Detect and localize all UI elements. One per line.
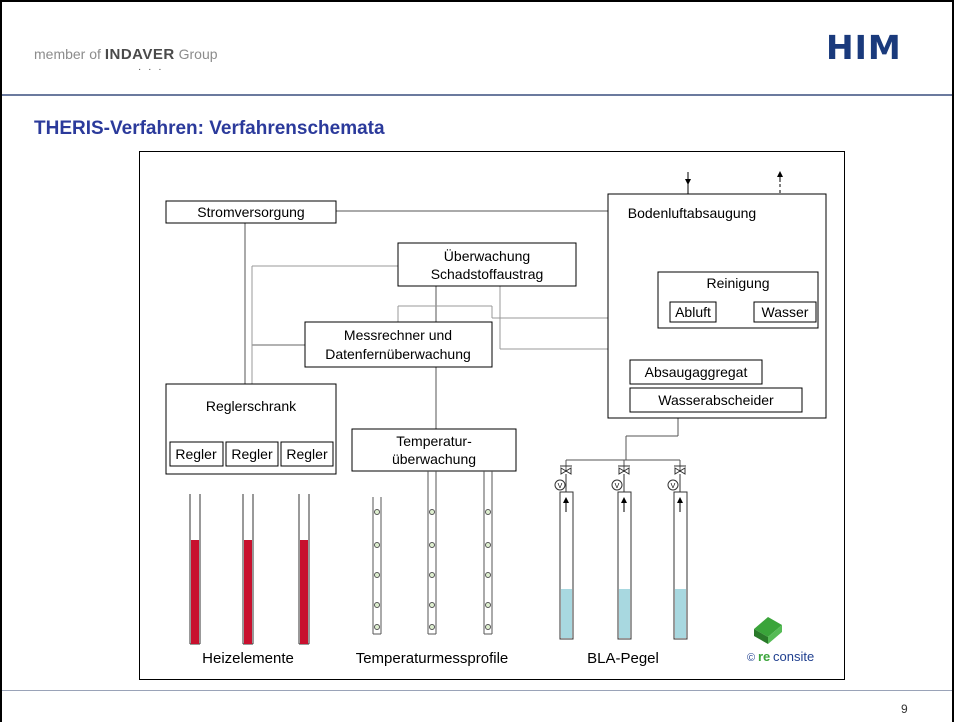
valve-icon	[611, 479, 623, 491]
heater-rod-1	[191, 540, 199, 644]
wasser-box	[753, 301, 817, 323]
messrechner-label-2: Datenfernüberwachung	[325, 346, 471, 362]
temperatur-label-1: Temperatur-	[396, 433, 472, 449]
regler-label-2: Regler	[231, 446, 273, 462]
bla-pegel-well-3: V	[667, 465, 688, 640]
slide-frame-top	[0, 0, 954, 2]
valve-icon	[554, 479, 566, 491]
regler-box-2	[225, 441, 279, 467]
header-divider	[2, 94, 952, 96]
reconsite-logo: © re consite	[747, 617, 814, 664]
process-diagram-svg: Stromversorgung Überwachung Schadstoffau…	[165, 171, 827, 667]
absaugaggregat-label: Absaugaggregat	[645, 364, 748, 380]
wasserabscheider-box	[629, 387, 803, 413]
bodenluftabsaugung-label: Bodenluftabsaugung	[628, 205, 756, 221]
ueberwachung-label-2: Schadstoffaustrag	[431, 266, 544, 282]
him-logo: HIM	[826, 28, 902, 67]
abluft-box	[669, 301, 717, 323]
slide-frame-right	[952, 0, 954, 722]
regler-label-1: Regler	[175, 446, 217, 462]
regler-box-3	[280, 441, 334, 467]
footer-divider	[2, 690, 952, 691]
group-label: Group	[178, 46, 218, 62]
valve-icon	[667, 479, 679, 491]
heizelemente-caption: Heizelemente	[202, 650, 294, 667]
water-level-3	[675, 589, 686, 638]
indaver-dots-decoration: · · ·	[138, 64, 164, 75]
member-of-indaver-logo: member of INDAVER Group	[34, 46, 218, 63]
messrechner-box	[304, 321, 493, 368]
valve-symbol: V	[558, 483, 563, 490]
water-level-2	[619, 589, 630, 638]
water-level-1	[561, 589, 572, 638]
copyright-symbol: ©	[747, 652, 755, 664]
reglerschrank-label: Reglerschrank	[206, 398, 297, 414]
temperaturmessprofile-group	[372, 471, 493, 635]
slide-title: THERIS-Verfahren: Verfahrenschemata	[34, 118, 385, 139]
bla-pegel-group: V V V	[554, 465, 688, 640]
temperature-probe-3	[483, 471, 493, 635]
page-number: 9	[901, 702, 908, 716]
regler-label-3: Regler	[286, 446, 328, 462]
ueberwachung-label-1: Überwachung	[444, 247, 530, 264]
indaver-brand: INDAVER	[104, 46, 175, 63]
temperature-probe-2	[427, 471, 437, 635]
heater-rod-2	[244, 540, 252, 644]
temperature-probe-1	[372, 497, 382, 635]
heizelemente-group	[189, 494, 310, 645]
temperatur-label-2: überwachung	[392, 451, 476, 467]
reconsite-cube-icon	[754, 617, 782, 637]
wasser-label: Wasser	[762, 304, 809, 320]
process-diagram: Stromversorgung Überwachung Schadstoffau…	[139, 151, 845, 680]
messrechner-label-1: Messrechner und	[344, 327, 452, 343]
heating-element-1	[189, 494, 201, 645]
regler-box-1	[169, 441, 224, 467]
valve-symbol: V	[615, 483, 620, 490]
temperaturueberwachung-box	[351, 428, 517, 472]
heating-element-2	[242, 494, 254, 645]
reconsite-consite: consite	[773, 649, 814, 664]
stromversorgung-label: Stromversorgung	[197, 204, 304, 220]
valve-symbol: V	[671, 483, 676, 490]
bla-pegel-caption: BLA-Pegel	[587, 650, 659, 667]
stromversorgung-box	[165, 200, 337, 224]
abluft-label: Abluft	[675, 304, 711, 320]
reconsite-re: re	[758, 649, 770, 664]
bla-pegel-well-1: V	[554, 465, 574, 640]
temperaturmessprofile-caption: Temperaturmessprofile	[356, 650, 509, 667]
heater-rod-3	[300, 540, 308, 644]
member-prefix: member of	[34, 46, 101, 62]
heating-element-3	[298, 494, 310, 645]
bla-pegel-well-2: V	[611, 465, 632, 640]
absaugaggregat-box	[629, 359, 763, 385]
slide-frame-left	[0, 0, 2, 722]
wasserabscheider-label: Wasserabscheider	[658, 392, 774, 408]
ueberwachung-box	[397, 242, 577, 287]
reinigung-label: Reinigung	[706, 275, 769, 291]
